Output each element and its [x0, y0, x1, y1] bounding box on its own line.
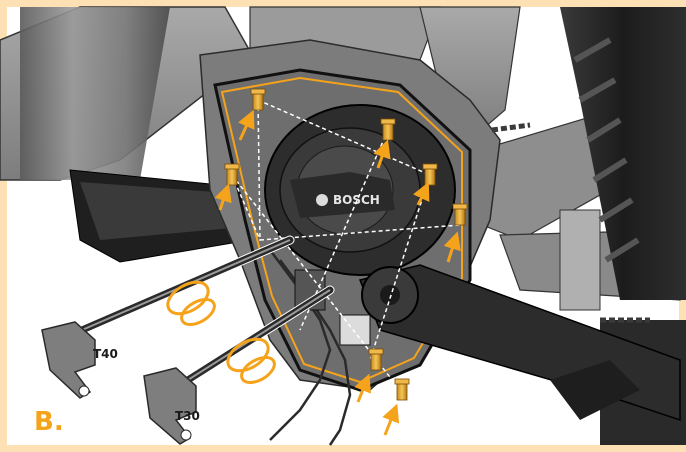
bolt [250, 88, 266, 111]
bolt-set [224, 88, 468, 401]
rotation-arrows [166, 280, 276, 384]
bolt [224, 163, 240, 186]
t30-label: T30 [175, 409, 200, 423]
torx-key-t30: T30 [143, 285, 335, 445]
bolt [368, 348, 384, 371]
chain [491, 122, 650, 323]
wiring [269, 249, 371, 446]
bolt [452, 203, 468, 226]
bolt [380, 118, 396, 141]
bolt [394, 378, 410, 401]
step-label: B. [34, 407, 64, 437]
t40-label: T40 [93, 347, 118, 361]
direction-arrows [214, 109, 461, 436]
drive-unit: BOSCH [264, 104, 456, 276]
bosch-brand-label: BOSCH [333, 193, 380, 207]
torx-key-t40: T40 [41, 235, 295, 399]
bolt [422, 163, 438, 186]
